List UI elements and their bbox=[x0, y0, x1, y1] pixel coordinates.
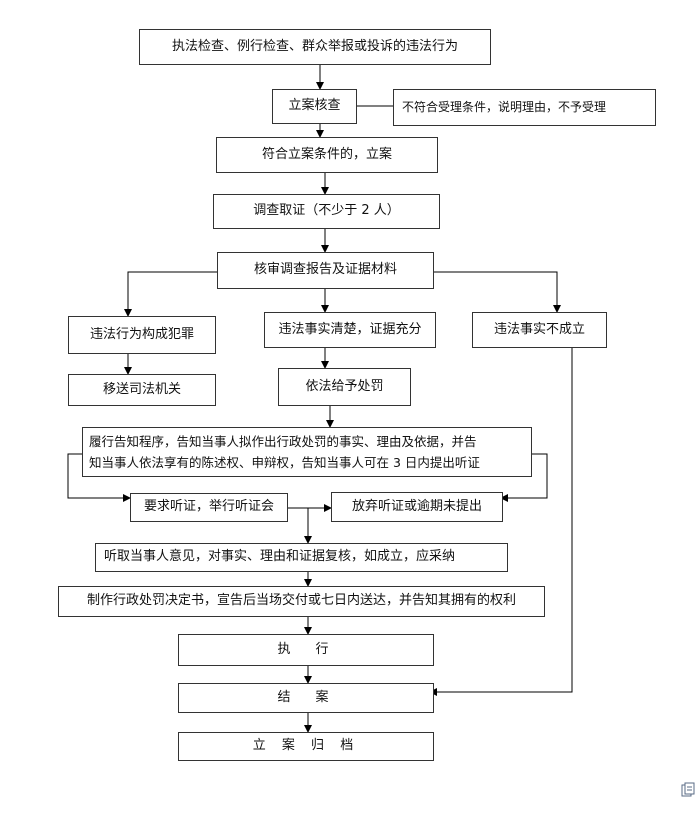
node-accept: 符合立案条件的，立案 bbox=[216, 137, 438, 173]
node-clear: 违法事实清楚，证据充分 bbox=[264, 312, 436, 348]
node-review: 立案核查 bbox=[272, 89, 357, 124]
node-decision: 制作行政处罚决定书，宣告后当场交付或七日内送达，并告知其拥有的权利 bbox=[58, 586, 545, 617]
branch-audit-right bbox=[434, 271, 561, 313]
node-review-label: 立案核查 bbox=[288, 98, 341, 114]
node-waive: 放弃听证或逾期未提出 bbox=[331, 492, 503, 522]
node-judicial-label: 移送司法机关 bbox=[102, 381, 181, 397]
node-not-established: 违法事实不成立 bbox=[472, 312, 607, 348]
node-close-label: 结 案 bbox=[277, 689, 335, 705]
node-audit-label: 核审调查报告及证据材料 bbox=[253, 262, 397, 278]
node-judicial: 移送司法机关 bbox=[68, 374, 216, 406]
branch-notify-waive bbox=[500, 453, 548, 502]
branch-notify-hearing bbox=[67, 453, 131, 502]
branch-audit-left bbox=[124, 271, 217, 317]
node-start-label: 执法检查、例行检查、群众举报或投诉的违法行为 bbox=[171, 38, 458, 54]
node-reject: 不符合受理条件，说明理由，不予受理 bbox=[393, 89, 656, 126]
node-clear-label: 违法事实清楚，证据充分 bbox=[278, 321, 422, 337]
node-not-established-label: 违法事实不成立 bbox=[493, 321, 585, 337]
node-accept-label: 符合立案条件的，立案 bbox=[261, 146, 392, 162]
node-hearing: 要求听证，举行听证会 bbox=[130, 493, 288, 522]
node-listen: 听取当事人意见，对事实、理由和证据复核，如成立，应采纳 bbox=[95, 543, 508, 572]
node-close: 结 案 bbox=[178, 683, 434, 713]
node-penalty: 依法给予处罚 bbox=[278, 368, 411, 406]
node-execute: 执 行 bbox=[178, 634, 434, 666]
node-hearing-label: 要求听证，举行听证会 bbox=[143, 499, 274, 515]
node-reject-label: 不符合受理条件，说明理由，不予受理 bbox=[402, 99, 607, 114]
clipboard-icon[interactable] bbox=[681, 782, 695, 798]
node-notify-line2: 知当事人依法享有的陈述权、申辩权，告知当事人可在 3 日内提出听证 bbox=[89, 455, 480, 470]
node-penalty-label: 依法给予处罚 bbox=[305, 378, 384, 394]
arrow-notestablished-close bbox=[429, 348, 573, 696]
node-audit: 核审调查报告及证据材料 bbox=[217, 252, 434, 289]
node-start: 执法检查、例行检查、群众举报或投诉的违法行为 bbox=[139, 29, 491, 65]
node-decision-label: 制作行政处罚决定书，宣告后当场交付或七日内送达，并告知其拥有的权利 bbox=[86, 593, 516, 609]
node-listen-label: 听取当事人意见，对事实、理由和证据复核，如成立，应采纳 bbox=[104, 549, 456, 565]
node-crime: 违法行为构成犯罪 bbox=[68, 316, 216, 354]
node-archive-label: 立 案 归 档 bbox=[252, 738, 360, 754]
node-waive-label: 放弃听证或逾期未提出 bbox=[351, 498, 482, 514]
node-notify-line1: 履行告知程序，告知当事人拟作出行政处罚的事实、理由及依据，并告 bbox=[89, 434, 477, 449]
node-crime-label: 违法行为构成犯罪 bbox=[89, 326, 194, 342]
node-investigate-label: 调查取证（不少于 2 人） bbox=[253, 203, 400, 219]
node-notify: 履行告知程序，告知当事人拟作出行政处罚的事实、理由及依据，并告 知当事人依法享有… bbox=[82, 427, 532, 477]
node-investigate: 调查取证（不少于 2 人） bbox=[213, 194, 440, 229]
node-archive: 立 案 归 档 bbox=[178, 732, 434, 761]
node-execute-label: 执 行 bbox=[277, 641, 335, 657]
